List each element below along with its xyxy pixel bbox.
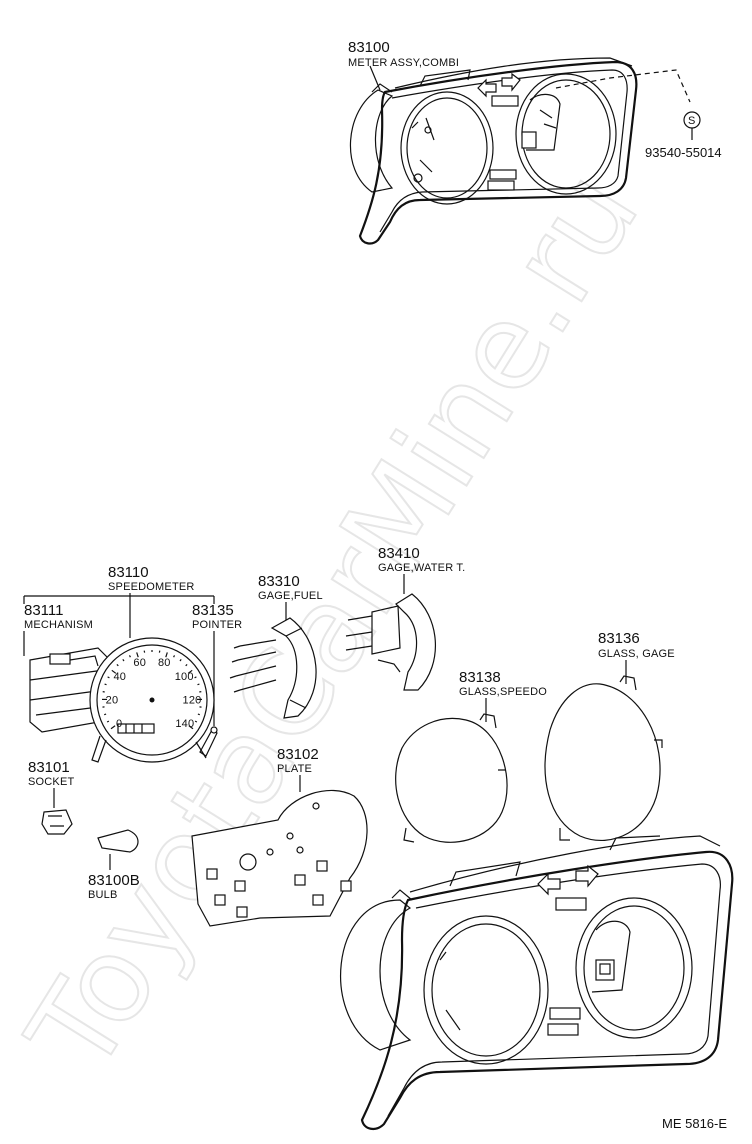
dial-tick — [106, 720, 110, 723]
dial-number: 20 — [106, 695, 119, 707]
dial-tick — [179, 659, 182, 662]
glass-speedo-drawing — [395, 698, 508, 843]
dial-tick — [185, 663, 188, 667]
plate-hole — [312, 802, 320, 810]
socket-number: 83101 — [28, 759, 70, 776]
pointer-name: POINTER — [192, 619, 242, 631]
dial-tick — [197, 713, 200, 716]
dial-tick — [122, 659, 125, 662]
gage-water-drawing — [345, 574, 437, 691]
dial-tick — [107, 676, 110, 679]
dial-tick — [136, 652, 139, 658]
dial-number: 120 — [183, 695, 202, 707]
dial-tick — [194, 720, 198, 723]
bulb-number: 83100B — [88, 872, 140, 889]
plate-hole — [236, 906, 248, 918]
svg-text:S: S — [688, 115, 696, 127]
plate-hole — [266, 848, 274, 856]
glass-gage-number: 83136 — [598, 630, 640, 647]
dial-tick — [128, 655, 131, 658]
plate-hole — [316, 860, 328, 872]
speedometer-leaders — [23, 593, 215, 726]
dial-tick — [110, 725, 116, 730]
plate-name: PLATE — [277, 763, 312, 775]
dial-tick — [104, 683, 107, 686]
dial-tick — [197, 683, 200, 686]
dial-number: 140 — [175, 718, 194, 730]
meter-assy-name: METER ASSY,COMBI — [348, 57, 459, 69]
gage-water-name: GAGE,WATER T. — [378, 562, 465, 574]
plate-hole — [286, 832, 294, 840]
glass-gage-name: GLASS, GAGE — [598, 648, 675, 660]
plate-hole — [234, 880, 246, 892]
watermark: ToyotaCarMine.ru — [1, 148, 665, 1096]
socket-drawing — [41, 788, 73, 835]
dial-number: 0 — [116, 718, 122, 730]
plate-hole — [294, 874, 306, 886]
speedometer-dial: 0 20 40 60 80 100 120 140 — [89, 637, 215, 763]
gage-fuel-number: 83310 — [258, 573, 300, 590]
dial-number: 80 — [158, 657, 171, 669]
plate-hole — [296, 846, 304, 854]
plate-hole — [206, 868, 218, 880]
dial-tick — [187, 669, 193, 674]
plate-hole — [312, 894, 324, 906]
dial-tick — [165, 652, 168, 658]
gage-fuel-name: GAGE,FUEL — [258, 590, 323, 602]
socket-name: SOCKET — [28, 776, 75, 788]
speedometer-name: SPEEDOMETER — [108, 581, 195, 593]
bulb-drawing — [97, 829, 139, 870]
mechanism-number: 83111 — [24, 602, 64, 619]
dial-tick — [188, 725, 194, 730]
glass-speedo-name: GLASS,SPEEDO — [459, 686, 547, 698]
meter-assy-drawing — [350, 57, 693, 245]
pointer-drawing — [199, 726, 218, 757]
mechanism-name: MECHANISM — [24, 619, 93, 631]
speedometer-number: 83110 — [108, 564, 149, 581]
meter-assy-number: 83100 — [348, 39, 390, 56]
glass-speedo-number: 83138 — [459, 669, 501, 686]
dial-number: 100 — [175, 671, 194, 683]
dial-tick — [104, 713, 107, 716]
dial-tick — [116, 663, 119, 667]
screw-symbol: S — [683, 111, 701, 129]
dial-tick — [173, 655, 176, 658]
diagram-code: ME 5816-E — [662, 1116, 727, 1131]
dial-tick — [194, 676, 197, 679]
dial-number: 40 — [113, 671, 126, 683]
dial-tick — [111, 669, 117, 674]
gage-fuel-drawing — [229, 602, 317, 719]
plate-drawing — [191, 775, 368, 927]
bulb-name: BULB — [88, 889, 118, 901]
plate-number: 83102 — [277, 746, 319, 763]
gage-water-number: 83410 — [378, 545, 420, 562]
plate-hole — [214, 894, 226, 906]
dial-number: 60 — [133, 657, 146, 669]
pointer-number: 83135 — [192, 602, 234, 619]
front-bezel-drawing — [340, 835, 734, 1130]
screw-number: 93540-55014 — [645, 145, 722, 160]
plate-hole — [340, 880, 352, 892]
glass-gage-drawing — [544, 660, 663, 841]
